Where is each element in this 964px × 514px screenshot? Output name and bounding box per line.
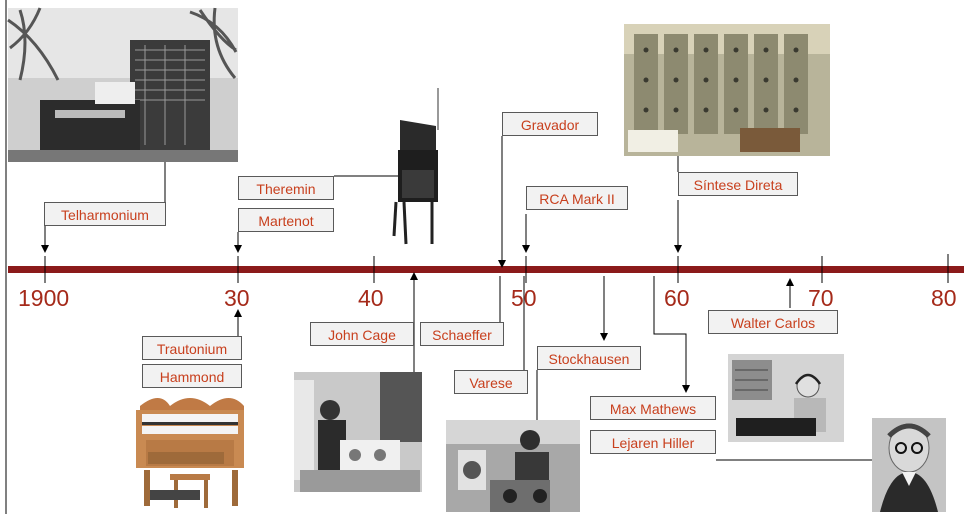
event-label-telharmonium: Telharmonium (44, 202, 166, 226)
rca-synthesizer-photo (624, 24, 830, 156)
max-mathews-photo (728, 354, 844, 442)
theremin-photo (392, 88, 439, 245)
year-label-30: 30 (224, 285, 250, 311)
arrow-max-mathews (653, 276, 690, 393)
event-label-martenot: Martenot (238, 208, 334, 232)
year-label-80: 80 (931, 285, 957, 311)
event-label-max-mathews: Max Mathews (590, 396, 716, 420)
john-cage-photo (294, 372, 422, 492)
year-label-60: 60 (664, 285, 690, 311)
event-label-hammond: Hammond (142, 364, 242, 388)
event-label-schaeffer: Schaeffer (420, 322, 504, 346)
event-label-varese: Varese (454, 370, 528, 394)
hammond-organ-photo (136, 398, 244, 508)
year-label-1900: 1900 (18, 285, 70, 311)
event-label-gravador: Gravador (502, 112, 598, 136)
event-label-stockhausen: Stockhausen (537, 346, 641, 370)
stockhausen-photo (446, 420, 580, 512)
telharmonium-photo (7, 7, 238, 162)
year-ticks (44, 254, 949, 283)
event-label-rca-mark-ii: RCA Mark II (526, 186, 628, 210)
lejaren-hiller-photo (872, 418, 946, 512)
event-label-john-cage: John Cage (310, 322, 414, 346)
event-label-sintese-direta: Síntese Direta (678, 172, 798, 196)
event-label-theremin: Theremin (238, 176, 334, 200)
year-label-40: 40 (358, 285, 384, 311)
event-label-walter-carlos: Walter Carlos (708, 310, 838, 334)
year-label-50: 50 (511, 285, 537, 311)
event-label-trautonium: Trautonium (142, 336, 242, 360)
timeline-bar (8, 266, 964, 273)
event-label-lejaren-hiller: Lejaren Hiller (590, 430, 716, 454)
year-label-70: 70 (808, 285, 834, 311)
